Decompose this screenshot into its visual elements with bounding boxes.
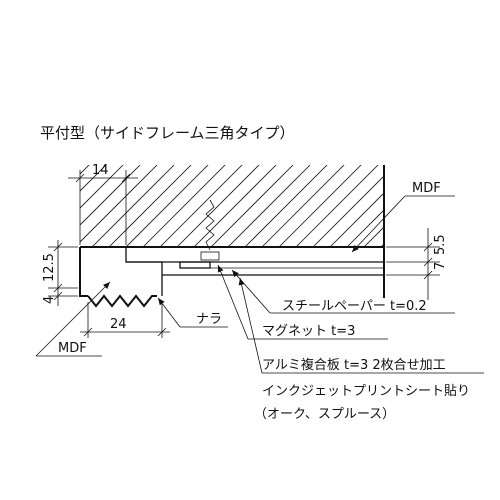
hatch-line [176,165,260,247]
hatch-line [329,191,385,247]
diagram-title: 平付型（サイドフレーム三角タイプ） [40,124,295,142]
hatch-line [80,165,158,243]
hatch-line [125,165,209,247]
dimension-right: 5.5 7 [386,228,448,300]
hatch-line [91,165,175,247]
leader-steel-paper: スチールペーパー t=0.2 [231,269,455,314]
label-alumi-line1: アルミ複合板 t=3 2枚合せ加工 [262,357,446,373]
hatch-line [363,225,385,247]
frame-section [79,199,384,308]
hatch-line [380,242,385,247]
label-magnet: マグネット t=3 [262,324,355,339]
hatch-line [398,157,488,247]
frame-left-profile [79,247,88,297]
hatch-line [142,165,226,247]
label-alumi-line2: インクジェットプリントシート貼り [262,384,470,399]
hatch-line [227,165,311,247]
hatch-line [295,165,379,247]
dimension-14: 14 [68,163,138,245]
hatch-line [261,165,345,247]
magnet-block [179,261,211,269]
hatch-line [193,165,277,247]
leader-mdf-bottom: MDF [35,281,111,357]
hatch-line [159,165,243,247]
leader-alumi: アルミ複合板 t=3 2枚合せ加工 インクジェットプリントシート貼り （オーク、… [238,277,484,422]
label-mdf-top: MDF [412,181,441,196]
screw-icon [205,199,215,251]
hatch-line [0,157,80,247]
label-nara: ナラ [196,312,222,327]
dim-7-label: 7 [433,262,448,270]
label-steel-paper: スチールペーパー t=0.2 [282,299,427,314]
hatch-line [210,165,294,247]
leader-nara: ナラ [157,297,228,328]
wall-hatching [0,157,488,247]
hatch-line [80,165,124,209]
leader-magnet: マグネット t=3 [217,264,388,340]
dim-12-5-label: 12.5 [42,253,57,282]
dimension-24: 24 [80,302,170,338]
hatch-line [312,174,385,247]
hatch-line [80,165,141,226]
frame-inner-profile [125,247,163,296]
hatch-line [278,165,362,247]
hatch-line [80,165,107,192]
hatch-line [346,208,385,247]
hatch-line [244,165,328,247]
hatch-line [80,165,90,175]
screw-head [200,251,220,261]
dim-4-label: 4 [42,296,57,304]
frame-teeth [87,294,157,308]
dim-5-5-label: 5.5 [433,234,448,255]
dim-24-label: 24 [110,317,127,332]
dim-14-label: 14 [92,163,109,178]
leader-mdf-top: MDF [351,181,455,253]
hatch-line [108,165,192,247]
label-alumi-line3: （オーク、スプルース） [254,407,395,422]
dimension-left: 12.5 4 [42,240,78,306]
label-mdf-bottom: MDF [58,341,87,356]
